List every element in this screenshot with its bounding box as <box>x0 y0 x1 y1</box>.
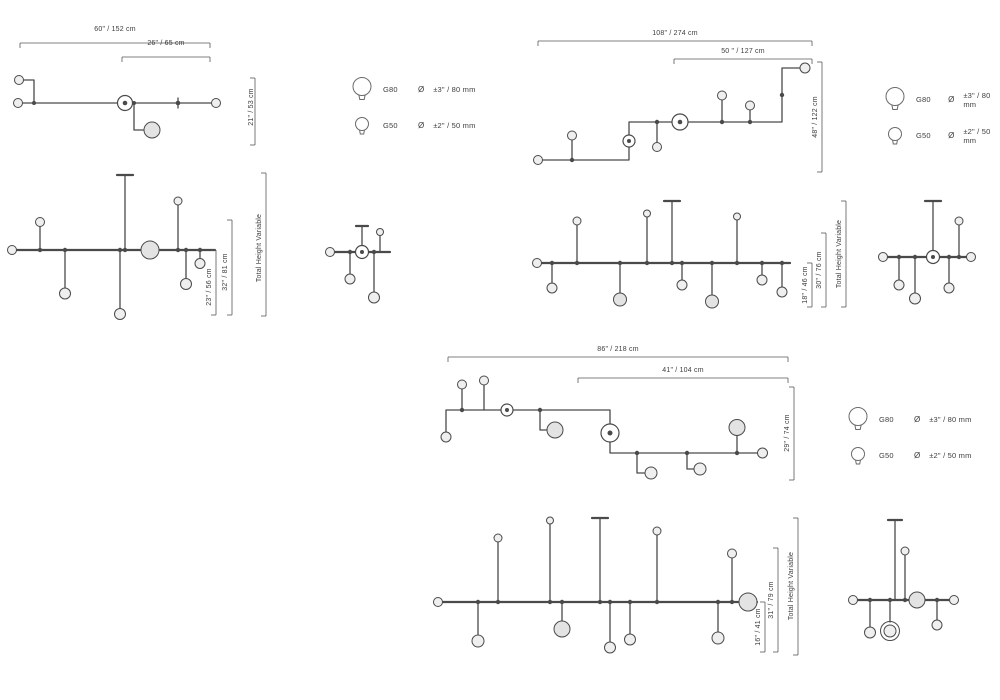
g50-diameter-symbol: Ø <box>418 121 425 130</box>
canopy <box>662 199 682 264</box>
g50-diameter-symbol: Ø <box>948 131 955 140</box>
fixture2-plan-drawing <box>533 40 823 173</box>
fixture2-plan-view <box>532 20 842 185</box>
dim-f2-outer-drop: 30" / 76 cm <box>816 251 823 289</box>
g80-label: G80 <box>383 85 398 94</box>
dim-f1-side-height: 21" / 53 cm <box>248 88 255 126</box>
fixture1-plan-drawing <box>13 42 256 146</box>
fixture1-front-view <box>7 170 278 322</box>
dim-f1-total-height: Total Height Variable <box>256 213 263 283</box>
fixture3-plan-view <box>432 345 807 495</box>
g80-bulb-icon <box>846 406 870 433</box>
fixture3-front-view <box>432 510 812 665</box>
dimension-lines <box>537 40 823 173</box>
g50-label: G50 <box>879 451 894 460</box>
dim-f3-inner-drop: 16" / 41 cm <box>755 608 762 646</box>
g50-bulb-icon <box>846 444 870 468</box>
g80-diameter-symbol: Ø <box>914 415 921 424</box>
bulbs <box>433 516 758 654</box>
dim-f3-total-height: Total Height Variable <box>788 551 795 621</box>
pipes <box>445 409 759 454</box>
dim-f2-total-width: 108" / 274 cm <box>652 30 698 37</box>
g80-size: ±3" / 80 mm <box>929 415 972 424</box>
legend-row-g50: G50 Ø ±2" / 50 mm <box>883 122 1000 149</box>
dim-f1-inner-drop: 23" / 56 cm <box>206 268 213 306</box>
dim-f3-total-width: 86" / 218 cm <box>597 346 639 353</box>
dimension-lines <box>211 172 267 317</box>
dim-f3-inner-width: 41" / 104 cm <box>662 367 704 374</box>
pipes <box>21 79 213 131</box>
g50-size: ±2" / 50 mm <box>433 121 476 130</box>
g80-diameter-symbol: Ø <box>418 85 425 94</box>
bulbs <box>440 375 768 480</box>
g80-label: G80 <box>916 95 931 104</box>
junctions <box>475 599 735 605</box>
canopy <box>115 173 135 251</box>
branches <box>571 99 751 161</box>
bulb-legend-3: G80 Ø ±3" / 80 mm G50 Ø ±2" / 50 mm <box>846 406 972 469</box>
g50-size: ±2" / 50 mm <box>929 451 972 460</box>
dimension-lines <box>760 517 799 656</box>
bulb-legend-2: G80 Ø ±3" / 80 mm G50 Ø ±2" / 50 mm <box>883 86 1000 149</box>
g80-bulb-icon <box>883 86 907 113</box>
junctions <box>37 247 203 253</box>
dim-f1-outer-drop: 32" / 81 cm <box>222 253 229 291</box>
fixture3-side-view <box>845 515 970 665</box>
fixture1-plan-view <box>8 22 273 167</box>
g50-label: G50 <box>916 131 931 140</box>
g50-bulb-icon <box>350 114 374 138</box>
g50-label: G50 <box>383 121 398 130</box>
fixture2-front-drawing <box>532 199 847 309</box>
bulbs <box>13 75 221 139</box>
legend-row-g80: G80 Ø ±3" / 80 mm <box>350 76 476 103</box>
g80-bulb-icon <box>350 76 374 103</box>
g80-label: G80 <box>879 415 894 424</box>
fixture2-front-view <box>532 195 862 315</box>
bulbs <box>7 196 206 320</box>
dimension-lines <box>447 356 795 481</box>
fixture1-side-drawing <box>325 224 392 304</box>
dim-f2-total-height: Total Height Variable <box>836 219 843 289</box>
dim-f2-inner-drop: 18" / 46 cm <box>802 266 809 304</box>
bulbs <box>532 209 788 309</box>
branches <box>551 216 783 296</box>
dim-f2-inner-width: 50 " / 127 cm <box>721 48 765 55</box>
fixture1-side-view <box>322 222 407 317</box>
g80-diameter-symbol: Ø <box>948 95 955 104</box>
junctions <box>549 260 785 266</box>
dim-f1-inner-width: 26" / 65 cm <box>147 40 185 47</box>
dimension-lines <box>19 42 256 146</box>
dim-f2-side-height: 48" / 122 cm <box>812 96 819 138</box>
branches <box>461 384 738 474</box>
dimension-lines <box>807 200 847 308</box>
g50-bulb-icon <box>883 124 907 148</box>
junctions <box>459 403 740 456</box>
branches <box>39 204 201 309</box>
pipes <box>541 67 801 161</box>
legend-row-g80: G80 Ø ±3" / 80 mm <box>846 406 972 433</box>
dim-f3-side-height: 29" / 74 cm <box>784 414 791 452</box>
fixture1-front-drawing <box>7 172 267 320</box>
fixture2-side-view <box>875 195 980 313</box>
legend-row-g50: G50 Ø ±2" / 50 mm <box>350 112 476 139</box>
bulb-legend-1: G80 Ø ±3" / 80 mm G50 Ø ±2" / 50 mm <box>350 76 476 139</box>
g50-diameter-symbol: Ø <box>914 451 921 460</box>
junctions <box>569 92 785 163</box>
branches <box>477 523 733 643</box>
dim-f3-outer-drop: 31" / 79 cm <box>768 581 775 619</box>
fixture2-side-drawing <box>878 199 976 305</box>
g80-size: ±3" / 80 mm <box>433 85 476 94</box>
canopy <box>590 516 610 603</box>
bulbs <box>533 62 811 165</box>
dim-f1-total-width: 60" / 152 cm <box>94 26 136 33</box>
fixture3-front-drawing <box>433 516 799 656</box>
legend-row-g80: G80 Ø ±3" / 80 mm <box>883 86 1000 113</box>
legend-row-g50: G50 Ø ±2" / 50 mm <box>846 442 972 469</box>
fixture3-side-drawing <box>848 518 959 641</box>
fixture3-plan-drawing <box>440 356 795 481</box>
g80-size: ±3" / 80 mm <box>963 90 991 109</box>
g50-size: ±2" / 50 mm <box>963 126 991 145</box>
junctions <box>32 94 181 112</box>
